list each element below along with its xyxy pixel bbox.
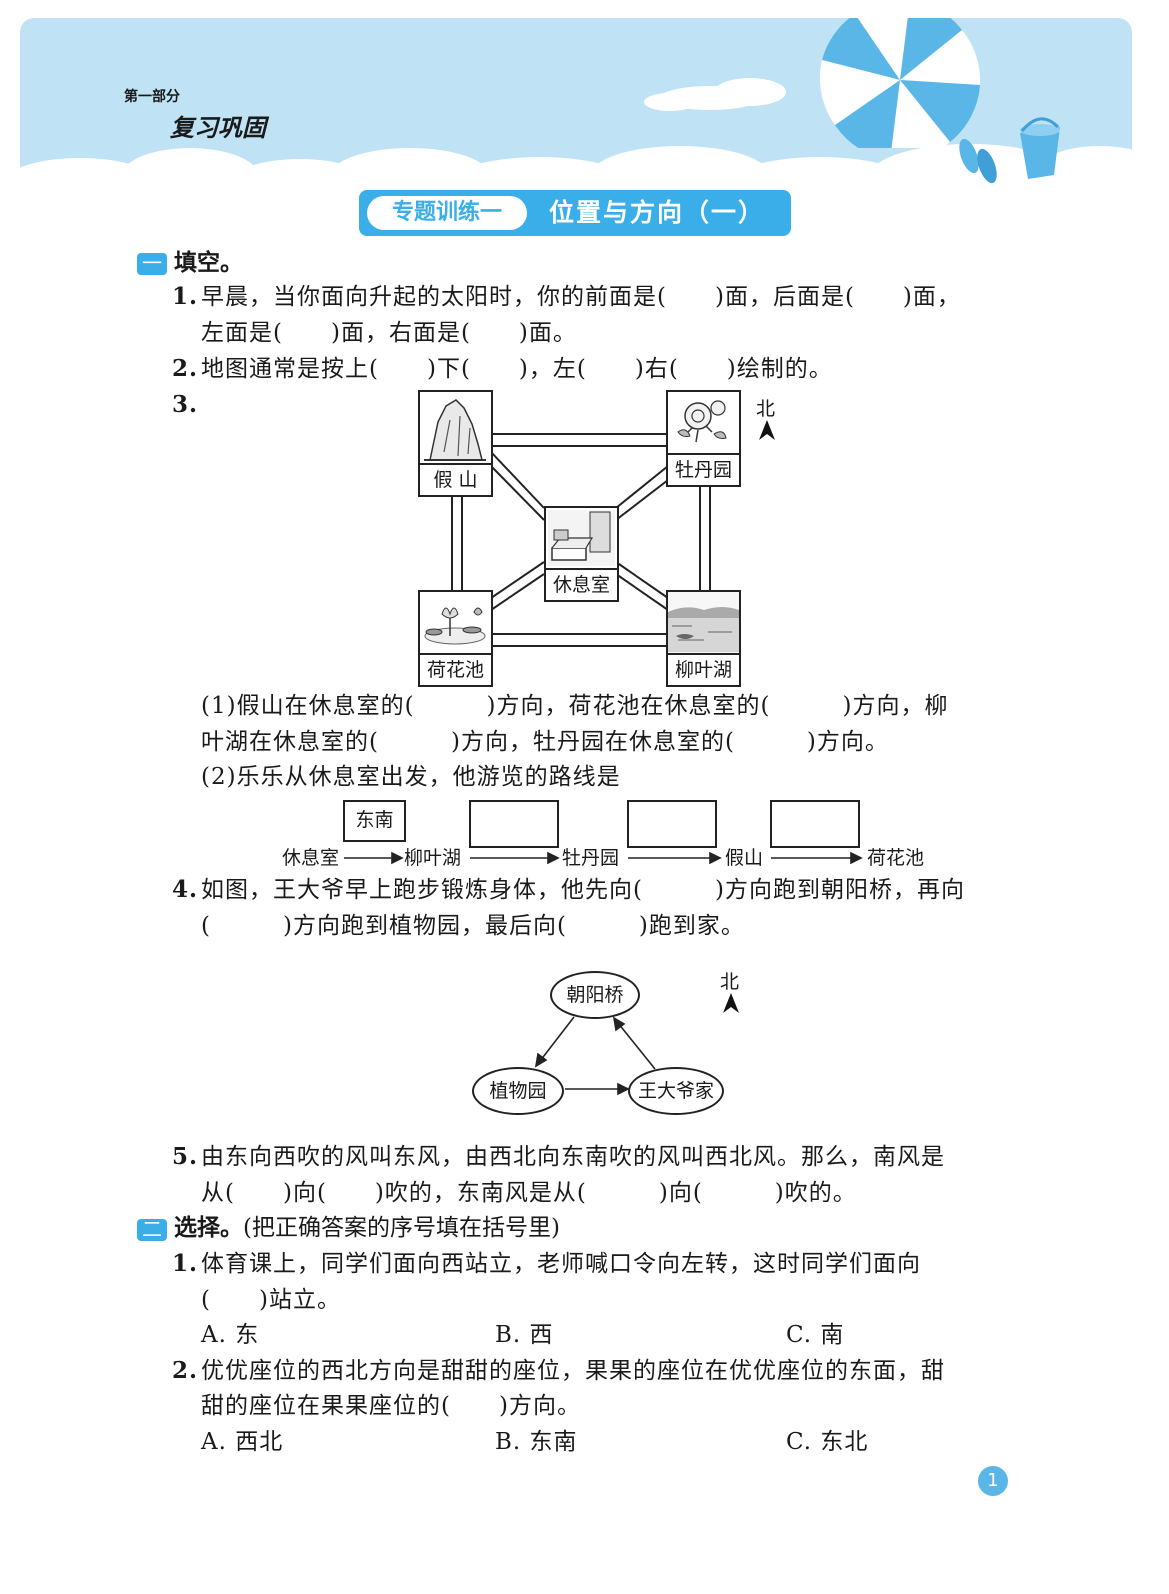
rest-label: 休息室 xyxy=(546,568,617,600)
q4-line2: ( )方向跑到植物园，最后向( )跑到家。 xyxy=(201,913,745,939)
q5-line1: 由东向西吹的风叫东风，由西北向东南吹的风叫西北风。那么，南风是 xyxy=(201,1144,945,1170)
q4-line1: 如图，王大爷早上跑步锻炼身体，他先向( )方向跑到朝阳桥，再向 xyxy=(201,877,965,903)
q3-number: 3. xyxy=(172,391,199,418)
s2-q1-option-a[interactable]: A. 东 xyxy=(201,1322,260,1348)
run-diagram-arrows xyxy=(534,1016,656,1096)
lotus-label: 荷花池 xyxy=(420,653,491,685)
route-answer-box-3[interactable] xyxy=(627,800,717,848)
s2-q1-number: 1. xyxy=(172,1250,199,1277)
page-number: 1 xyxy=(978,1466,1008,1496)
topic-title: 位置与方向（一） xyxy=(549,198,766,227)
s2-q1-option-b[interactable]: B. 西 xyxy=(495,1322,554,1348)
map-node-willow: 柳叶湖 xyxy=(666,590,741,687)
part-title: 复习巩固 xyxy=(170,114,266,142)
s2-q1-line1: 体育课上，同学们面向西站立，老师喊口令向左转，这时同学们面向 xyxy=(201,1251,921,1277)
q2-number: 2. xyxy=(172,355,199,382)
node-home: 王大爷家 xyxy=(628,1067,724,1115)
bucket-icon xyxy=(1020,117,1060,179)
q3-sub2-line1: (2)乐乐从休息室出发，他游览的路线是 xyxy=(201,764,621,790)
section2-badge: 二 xyxy=(137,1219,167,1241)
flip-flops-icon xyxy=(959,138,997,184)
s2-q2-line2: 甜的座位在果果座位的( )方向。 xyxy=(201,1393,581,1419)
map-node-rest: 休息室 xyxy=(544,506,619,602)
section2-note: (把正确答案的序号填在括号里) xyxy=(243,1215,560,1241)
node-garden: 植物园 xyxy=(472,1067,564,1115)
rest-room-icon xyxy=(548,510,615,566)
s2-q2-number: 2. xyxy=(172,1357,199,1384)
s2-q1-line2: ( )站立。 xyxy=(201,1287,341,1313)
s2-q2-option-c[interactable]: C. 东北 xyxy=(786,1429,869,1455)
lotus-icon xyxy=(424,607,486,645)
q3-sub1-line1: (1)假山在休息室的( )方向，荷花池在休息室的( )方向，柳 xyxy=(201,693,949,719)
park-map: 假 山 牡丹园 休息室 荷花池 xyxy=(418,390,778,690)
route-answer-box-4[interactable] xyxy=(770,800,860,848)
section2-title: 选择。 xyxy=(174,1215,243,1241)
s2-q1-option-c[interactable]: C. 南 xyxy=(786,1322,845,1348)
section2-heading: 选择。(把正确答案的序号填在括号里) xyxy=(174,1213,560,1243)
route-stop-1: 休息室 xyxy=(282,847,340,869)
route-stop-4: 假山 xyxy=(725,847,764,869)
run-diagram: 朝阳桥 植物园 王大爷家 北 xyxy=(470,965,760,1115)
section1-title: 填空。 xyxy=(174,250,243,276)
peony-icon xyxy=(677,400,727,443)
map-node-lotus: 荷花池 xyxy=(418,590,493,687)
willow-label: 柳叶湖 xyxy=(668,653,739,685)
node-bridge: 朝阳桥 xyxy=(550,971,640,1019)
part-label: 第一部分 xyxy=(124,89,180,105)
route-answer-box-2[interactable] xyxy=(469,800,559,848)
s2-q2-line1: 优优座位的西北方向是甜甜的座位，果果的座位在优优座位的东面，甜 xyxy=(201,1358,945,1384)
beach-umbrella-icon xyxy=(819,18,981,148)
q5-number: 5. xyxy=(172,1143,199,1170)
q1-number: 1. xyxy=(172,283,199,310)
run-north-arrow-icon xyxy=(723,993,739,1013)
topic-tag: 专题训练一 xyxy=(367,196,527,230)
s2-q2-option-b[interactable]: B. 东南 xyxy=(495,1429,578,1455)
route-diagram: 东南 休息室 柳叶湖 牡丹园 假山 荷花池 xyxy=(282,798,942,874)
q2-line1: 地图通常是按上( )下( )，左( )右( )绘制的。 xyxy=(201,356,833,382)
q4-number: 4. xyxy=(172,876,199,903)
map-north-label: 北 xyxy=(756,398,776,420)
route-stop-5: 荷花池 xyxy=(867,847,925,869)
north-arrow-icon xyxy=(759,420,775,440)
q3-sub1-line2: 叶湖在休息室的( )方向，牡丹园在休息室的( )方向。 xyxy=(201,729,889,755)
park-map-paths xyxy=(451,433,711,647)
q5-line2: 从( )向( )吹的，东南风是从( )向( )吹的。 xyxy=(201,1180,857,1206)
rockery-icon xyxy=(424,399,486,461)
route-stop-2: 柳叶湖 xyxy=(404,847,462,869)
run-north-label: 北 xyxy=(720,971,740,993)
willow-lake-icon xyxy=(668,592,739,653)
q1-line2: 左面是( )面，右面是( )面。 xyxy=(201,320,577,346)
s2-q2-option-a[interactable]: A. 西北 xyxy=(201,1429,284,1455)
peony-label: 牡丹园 xyxy=(668,453,739,485)
route-stop-3: 牡丹园 xyxy=(562,847,620,869)
section1-badge: 一 xyxy=(137,253,167,275)
route-answer-box-1: 东南 xyxy=(343,800,406,842)
topic-pill: 专题训练一 位置与方向（一） xyxy=(359,190,791,236)
map-node-peony: 牡丹园 xyxy=(666,390,741,487)
route-arrows xyxy=(344,851,863,865)
header-banner: 第一部分 复习巩固 xyxy=(0,18,1169,214)
map-node-rockery: 假 山 xyxy=(418,390,493,497)
q1-line1: 早晨，当你面向升起的太阳时，你的前面是( )面，后面是( )面， xyxy=(201,284,961,310)
rockery-label: 假 山 xyxy=(420,463,491,495)
